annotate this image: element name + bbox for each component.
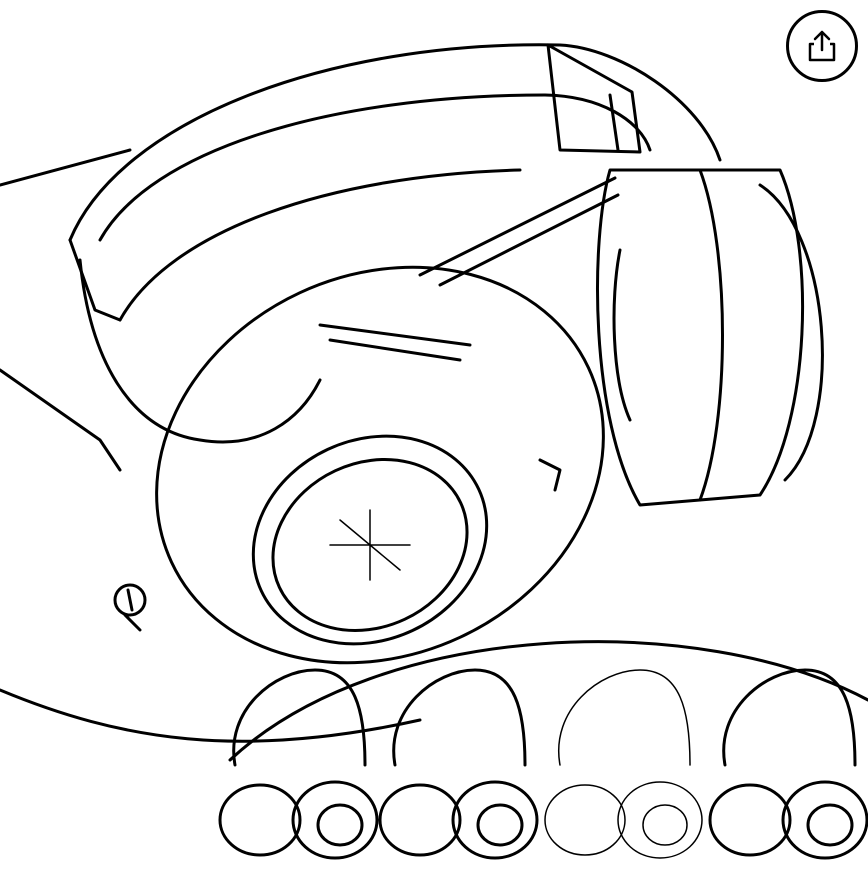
share-icon (808, 30, 836, 62)
thumbnail-1 (218, 668, 379, 860)
left-earcup-plate (251, 434, 489, 646)
headband-slider (546, 43, 642, 154)
headband-underside (118, 168, 522, 322)
brand-logo (113, 583, 147, 617)
right-earcup (596, 168, 805, 507)
headband-inner (98, 93, 652, 242)
thumbnail-2 (378, 668, 539, 860)
control-buttons (318, 323, 472, 362)
headband-outer (68, 43, 722, 242)
thumbnail-4 (708, 668, 868, 860)
share-button[interactable] (786, 10, 858, 82)
table-edge (0, 148, 422, 743)
left-earcup-shell (155, 265, 605, 665)
thumbnail-backdrop (228, 640, 868, 762)
thumbnail-3 (544, 669, 703, 859)
table-shadow (0, 368, 122, 472)
headband-arm-left (78, 258, 322, 444)
